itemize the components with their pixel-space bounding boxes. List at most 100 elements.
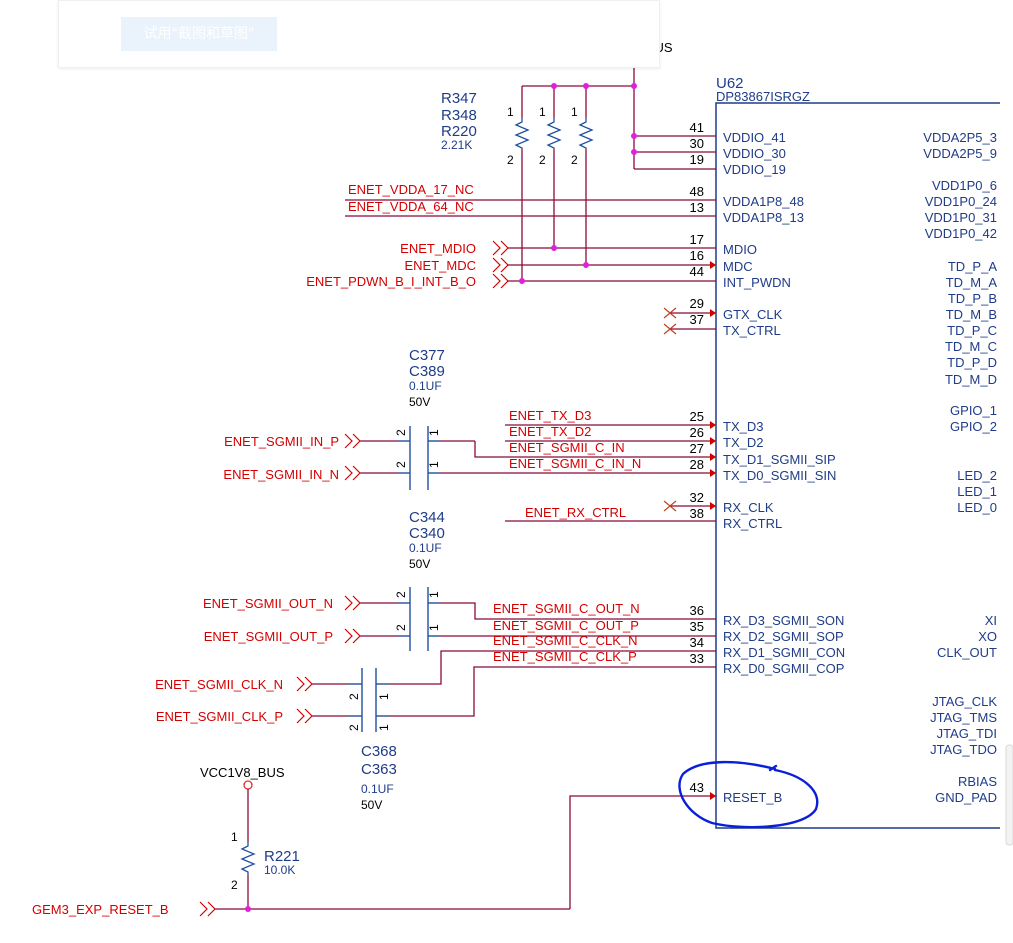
pin-name: GTX_CLK bbox=[723, 307, 783, 322]
net-sgmii-in-n: ENET_SGMII_IN_N bbox=[223, 467, 339, 482]
pin-name: TX_D1_SGMII_SIP bbox=[723, 452, 836, 467]
net-sgmii-c-out-p: ENET_SGMII_C_OUT_P bbox=[493, 618, 639, 633]
pin-name: TD_M_D bbox=[945, 372, 997, 387]
svg-text:2: 2 bbox=[394, 624, 408, 631]
pullup-r2-pin2: 2 bbox=[539, 153, 546, 167]
pin-num: 41 bbox=[690, 120, 704, 135]
net-sgmii-in-p: ENET_SGMII_IN_P bbox=[224, 434, 339, 449]
net-sgmii-out-p: ENET_SGMII_OUT_P bbox=[204, 629, 333, 644]
pin-name: MDC bbox=[723, 259, 753, 274]
pin-name: RBIAS bbox=[958, 774, 997, 789]
pin-name: VDDA1P8_48 bbox=[723, 194, 804, 209]
pin-name: VDD1P0_6 bbox=[932, 178, 997, 193]
cap-a-ref-1: C377 bbox=[409, 347, 445, 364]
pin-name: JTAG_TMS bbox=[930, 710, 997, 725]
pin-num: 13 bbox=[690, 200, 704, 215]
snip-toast: 试用"截图和草图" bbox=[58, 0, 660, 68]
pin-name: VDD1P0_42 bbox=[925, 226, 997, 241]
pin-num: 48 bbox=[690, 184, 704, 199]
pullup-ref-1: R347 bbox=[441, 90, 477, 107]
left-pins: 41 VDDIO_41 30 VDDIO_30 19 VDDIO_19 48 V… bbox=[690, 120, 846, 805]
svg-text:2: 2 bbox=[394, 461, 408, 468]
svg-text:1: 1 bbox=[427, 461, 441, 468]
junctions bbox=[245, 83, 637, 912]
pin-num: 33 bbox=[690, 651, 704, 666]
cap-c-ref-2: C363 bbox=[361, 761, 397, 778]
pin-num: 19 bbox=[690, 152, 704, 167]
pullup-value: 2.21K bbox=[441, 138, 472, 152]
ic-u62: U62 DP83867ISRGZ bbox=[715, 75, 1000, 829]
cap-a-ref-2: C389 bbox=[409, 363, 445, 380]
cap-b-ref-2: C340 bbox=[409, 525, 445, 542]
pin-name: TX_D2 bbox=[723, 435, 763, 450]
net-rx-ctrl: ENET_RX_CTRL bbox=[525, 505, 626, 520]
capacitor-plates bbox=[348, 426, 440, 732]
pin-num: 16 bbox=[690, 248, 704, 263]
net-pdwn: ENET_PDWN_B_I_INT_B_O bbox=[306, 274, 476, 289]
net-vdda-17: ENET_VDDA_17_NC bbox=[348, 182, 474, 197]
svg-text:2: 2 bbox=[394, 591, 408, 598]
pin-num: 32 bbox=[690, 490, 704, 505]
pin-name: VDDA2P5_3 bbox=[923, 130, 997, 145]
net-sgmii-c-out-n: ENET_SGMII_C_OUT_N bbox=[493, 601, 640, 616]
pin-name: TX_D0_SGMII_SIN bbox=[723, 468, 836, 483]
svg-text:2: 2 bbox=[347, 724, 361, 731]
svg-text:1: 1 bbox=[427, 624, 441, 631]
scrollbar-edge[interactable] bbox=[1005, 744, 1013, 846]
pin-name: INT_PWDN bbox=[723, 275, 791, 290]
pin-name: RESET_B bbox=[723, 790, 782, 805]
pin-name: RX_D1_SGMII_CON bbox=[723, 645, 845, 660]
net-tx-d2: ENET_TX_D2 bbox=[509, 424, 591, 439]
net-mdio: ENET_MDIO bbox=[400, 241, 476, 256]
power-bottom-label: VCC1V8_BUS bbox=[200, 765, 285, 780]
pin-name: GPIO_1 bbox=[950, 403, 997, 418]
svg-text:1: 1 bbox=[427, 591, 441, 598]
try-snip-sketch-button[interactable]: 试用"截图和草图" bbox=[121, 17, 277, 51]
svg-text:2: 2 bbox=[394, 429, 408, 436]
net-labels: ENET_VDDA_17_NC ENET_VDDA_64_NC ENET_MDI… bbox=[32, 182, 641, 917]
svg-text:2: 2 bbox=[347, 693, 361, 700]
net-sgmii-out-n: ENET_SGMII_OUT_N bbox=[203, 596, 333, 611]
cap-b-ref-1: C344 bbox=[409, 509, 445, 526]
pin-num: 34 bbox=[690, 635, 704, 650]
pin-name: VDDIO_30 bbox=[723, 146, 786, 161]
pin-name: JTAG_TDO bbox=[930, 742, 997, 757]
pin-num: 30 bbox=[690, 136, 704, 151]
pin-name: RX_D3_SGMII_SON bbox=[723, 613, 844, 628]
pin-num: 29 bbox=[690, 296, 704, 311]
pullup-resistors bbox=[514, 118, 594, 150]
pin-name: LED_1 bbox=[957, 484, 997, 499]
svg-text:1: 1 bbox=[427, 429, 441, 436]
ic-body-outline bbox=[715, 102, 1000, 829]
pullup-r2-pin1: 1 bbox=[539, 105, 546, 119]
cap-c-voltage: 50V bbox=[361, 798, 382, 812]
net-sgmii-c-in: ENET_SGMII_C_IN bbox=[509, 440, 625, 455]
pin-name: RX_D2_SGMII_SOP bbox=[723, 629, 844, 644]
pullup-ref-3: R220 bbox=[441, 123, 477, 140]
pullup-ref-2: R348 bbox=[441, 107, 477, 124]
no-connect-marks bbox=[663, 307, 677, 512]
net-tx-d3: ENET_TX_D3 bbox=[509, 408, 591, 423]
pin-num: 27 bbox=[690, 441, 704, 456]
pin-name: RX_CLK bbox=[723, 500, 774, 515]
cap-b-voltage: 50V bbox=[409, 557, 430, 571]
pullup-r3-pin2: 2 bbox=[571, 153, 578, 167]
pin-name: VDDIO_19 bbox=[723, 162, 786, 177]
pin-name: TX_CTRL bbox=[723, 323, 781, 338]
offpage-connectors bbox=[199, 240, 509, 917]
reset-resistor-pin2: 2 bbox=[231, 878, 238, 892]
pin-name: TD_M_B bbox=[946, 307, 997, 322]
pullup-r1-pin1: 1 bbox=[507, 105, 514, 119]
pin-name: TD_P_D bbox=[947, 355, 997, 370]
pin-name: CLK_OUT bbox=[937, 645, 997, 660]
pin-name: VDDIO_41 bbox=[723, 130, 786, 145]
net-reset: GEM3_EXP_RESET_B bbox=[32, 902, 169, 917]
net-vdda-64: ENET_VDDA_64_NC bbox=[348, 199, 474, 214]
ic-part: DP83867ISRGZ bbox=[716, 89, 810, 104]
pin-name: VDD1P0_24 bbox=[925, 194, 997, 209]
power-bottom: VCC1V8_BUS bbox=[200, 765, 285, 790]
pin-name: MDIO bbox=[723, 242, 757, 257]
pin-name: LED_0 bbox=[957, 500, 997, 515]
pin-name: TD_P_B bbox=[948, 291, 997, 306]
